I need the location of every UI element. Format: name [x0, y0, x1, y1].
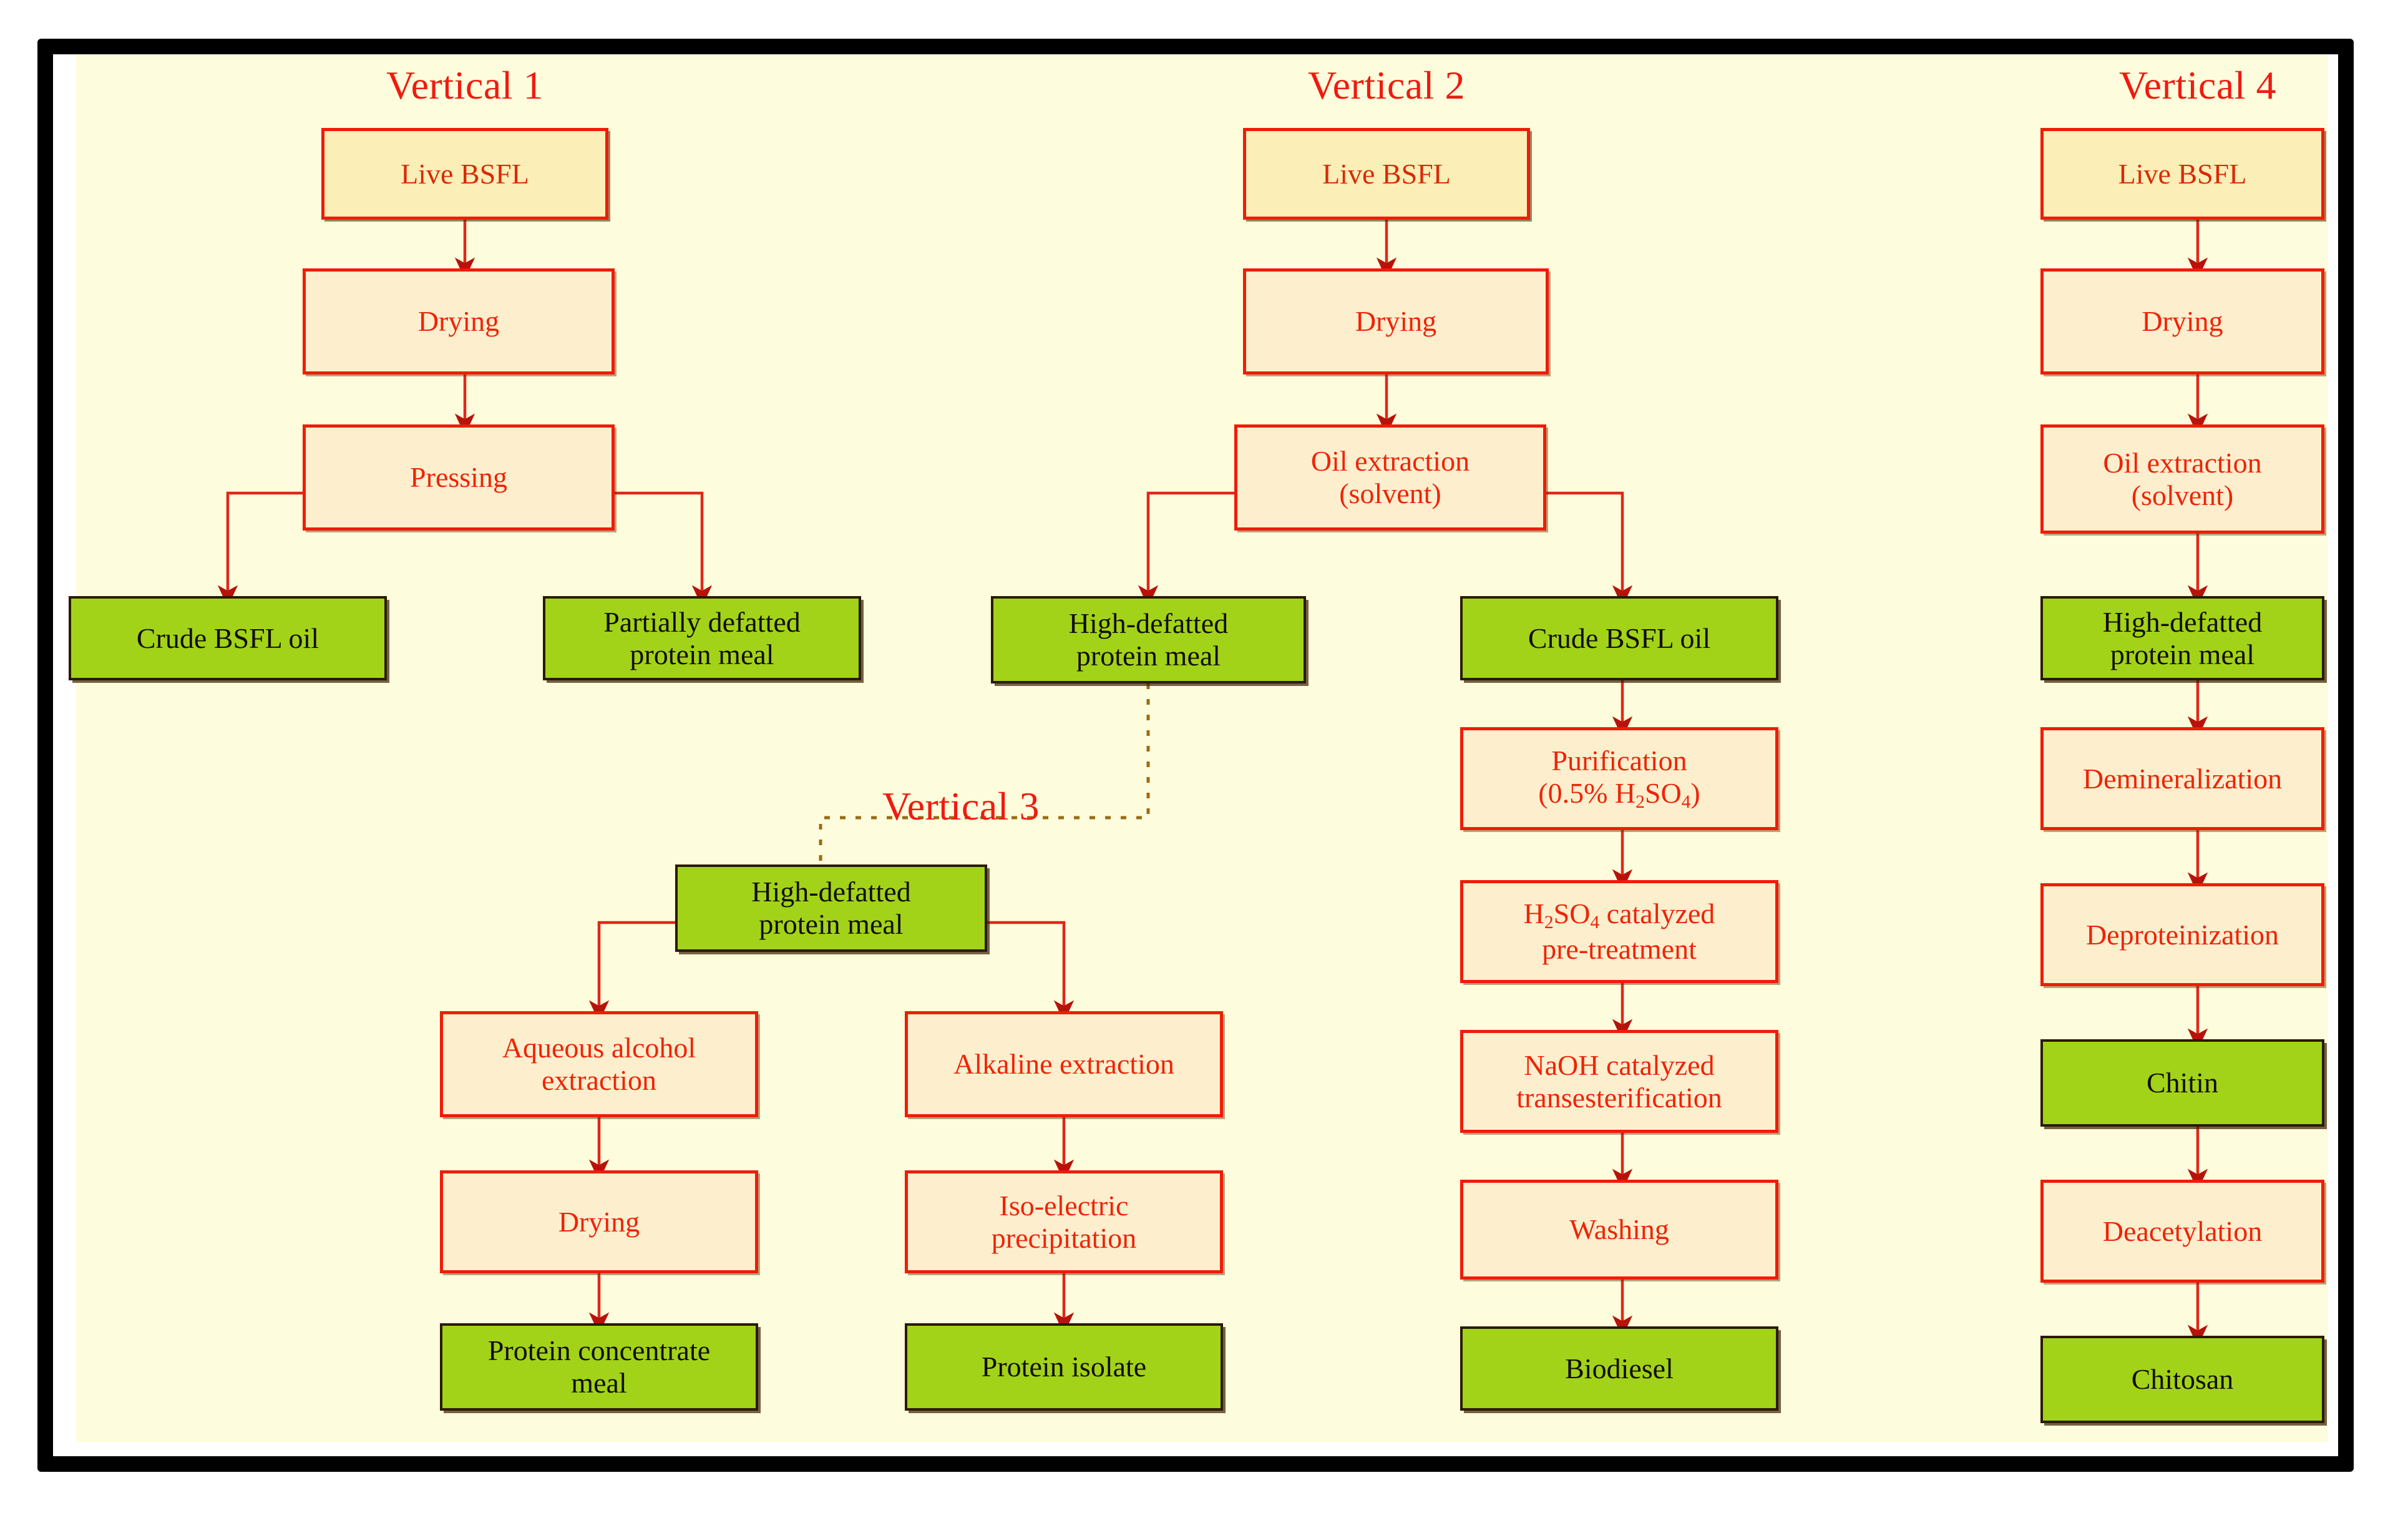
node-v3-iso-electric-precipitation[interactable]: Iso-electric precipitation	[905, 1170, 1223, 1273]
node-label: High-defatted protein meal	[2102, 605, 2263, 670]
node-v2-naoh-catalyzed-transesterification[interactable]: NaOH catalyzed transesterification	[1460, 1030, 1778, 1133]
node-v1-pressing[interactable]: Pressing	[303, 424, 615, 531]
node-label: Crude BSFL oil	[136, 622, 319, 654]
column-title-vertical-1: Vertical 1	[386, 63, 544, 107]
node-label: Drying	[2142, 305, 2223, 338]
node-v2-oil-extraction-solvent[interactable]: Oil extraction (solvent)	[1234, 424, 1546, 531]
node-label: Washing	[1569, 1213, 1669, 1246]
node-label: Chitin	[2146, 1067, 2219, 1099]
node-v2-high-defatted-protein-meal[interactable]: High-defatted protein meal	[991, 596, 1306, 683]
node-v3-aqueous-alcohol-extraction[interactable]: Aqueous alcohol extraction	[440, 1011, 758, 1117]
node-v1-crude-bsfl-oil[interactable]: Crude BSFL oil	[69, 596, 387, 680]
node-v3-drying[interactable]: Drying	[440, 1170, 758, 1273]
node-label: Purification (0.5% H2SO4)	[1538, 745, 1700, 812]
node-v1-drying[interactable]: Drying	[303, 268, 615, 375]
node-label: Deacetylation	[2102, 1215, 2263, 1247]
node-v2-live-bsfl[interactable]: Live BSFL	[1243, 128, 1530, 220]
node-v2-crude-bsfl-oil[interactable]: Crude BSFL oil	[1460, 596, 1778, 680]
node-v4-drying[interactable]: Drying	[2040, 268, 2324, 375]
node-label: NaOH catalyzed transesterification	[1516, 1049, 1722, 1114]
node-label: Aqueous alcohol extraction	[502, 1032, 696, 1096]
node-label: Drying	[417, 305, 500, 338]
node-v3-protein-concentrate-meal[interactable]: Protein concentrate meal	[440, 1323, 758, 1411]
node-label: Biodiesel	[1565, 1352, 1674, 1384]
node-label: Crude BSFL oil	[1528, 622, 1711, 654]
node-v4-oil-extraction-solvent[interactable]: Oil extraction (solvent)	[2040, 424, 2324, 534]
node-v4-live-bsfl[interactable]: Live BSFL	[2040, 128, 2324, 220]
node-v2-drying[interactable]: Drying	[1243, 268, 1549, 375]
node-label: Oil extraction (solvent)	[2103, 446, 2262, 511]
node-v2-biodiesel[interactable]: Biodiesel	[1460, 1326, 1778, 1411]
node-label: High-defatted protein meal	[1068, 607, 1229, 672]
node-label: Iso-electric precipitation	[991, 1189, 1137, 1254]
node-label: Live BSFL	[1322, 157, 1451, 190]
column-title-vertical-3: Vertical 3	[882, 784, 1040, 828]
node-label: Protein concentrate meal	[487, 1334, 711, 1399]
node-v4-chitin[interactable]: Chitin	[2040, 1039, 2324, 1127]
node-v2-washing[interactable]: Washing	[1460, 1180, 1778, 1280]
node-v1-live-bsfl[interactable]: Live BSFL	[321, 128, 608, 220]
purification-formula: (0.5% H2SO4)	[1538, 776, 1700, 812]
node-v4-deproteinization[interactable]: Deproteinization	[2040, 883, 2324, 986]
node-v3-protein-isolate[interactable]: Protein isolate	[905, 1323, 1223, 1411]
node-v4-high-defatted-protein-meal[interactable]: High-defatted protein meal	[2040, 596, 2324, 680]
node-label: Pressing	[410, 461, 507, 494]
node-label: Oil extraction (solvent)	[1310, 445, 1470, 509]
node-label: Partially defatted protein meal	[603, 605, 801, 670]
node-label: High-defatted protein meal	[751, 876, 911, 940]
node-v4-deacetylation[interactable]: Deacetylation	[2040, 1180, 2324, 1283]
node-label: H2SO4 catalyzed pre-treatment	[1523, 898, 1715, 966]
node-v4-chitosan[interactable]: Chitosan	[2040, 1336, 2324, 1423]
node-v4-demineralization[interactable]: Demineralization	[2040, 727, 2324, 830]
column-title-vertical-2: Vertical 2	[1308, 63, 1465, 107]
node-label: Alkaline extraction	[953, 1048, 1174, 1080]
node-label: Live BSFL	[2118, 157, 2247, 190]
node-v3-high-defatted-protein-meal[interactable]: High-defatted protein meal	[675, 864, 987, 952]
pretreat-formula: H2SO4 catalyzed	[1523, 898, 1715, 933]
node-label: Drying	[1355, 305, 1437, 338]
node-v2-purification[interactable]: Purification (0.5% H2SO4)	[1460, 727, 1778, 830]
node-v1-partially-defatted-protein-meal[interactable]: Partially defatted protein meal	[543, 596, 861, 680]
node-label: Drying	[558, 1205, 640, 1238]
node-v3-alkaline-extraction[interactable]: Alkaline extraction	[905, 1011, 1223, 1117]
node-label: Protein isolate	[981, 1351, 1147, 1383]
column-title-vertical-4: Vertical 4	[2119, 63, 2276, 107]
node-label: Demineralization	[2082, 762, 2283, 795]
node-v2-h2so4-catalyzed-pre-treatment[interactable]: H2SO4 catalyzed pre-treatment	[1460, 880, 1778, 983]
node-label: Deproteinization	[2085, 918, 2279, 951]
node-label: Live BSFL	[401, 157, 529, 190]
node-label: Chitosan	[2131, 1363, 2234, 1396]
